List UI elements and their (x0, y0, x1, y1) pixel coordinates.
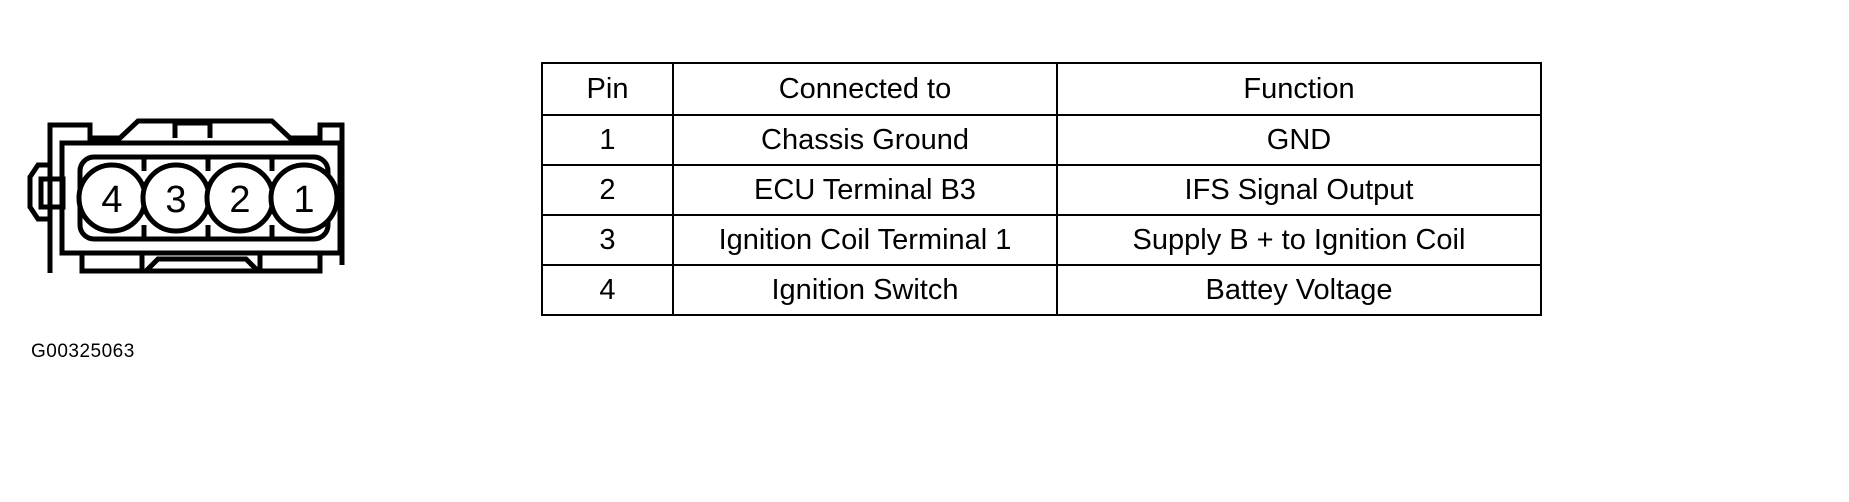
pinout-table-container: Pin Connected to Function 1 Chassis Grou… (541, 62, 1542, 316)
pin-number-1: 1 (293, 179, 314, 221)
connector-svg: 4 3 2 1 (27, 118, 345, 274)
cell-pin: 1 (541, 114, 674, 166)
column-header-function: Function (1056, 62, 1542, 116)
connector-bottom-keyway (139, 256, 265, 274)
table-row: 1 Chassis Ground GND (541, 114, 1542, 166)
table-row: 2 ECU Terminal B3 IFS Signal Output (541, 164, 1542, 216)
cell-pin: 4 (541, 264, 674, 316)
table-header-row: Pin Connected to Function (541, 62, 1542, 116)
pin-number-4: 4 (101, 179, 122, 221)
cell-connected-to: Ignition Coil Terminal 1 (672, 214, 1058, 266)
figure-caption: G00325063 (31, 341, 135, 362)
pinout-table: Pin Connected to Function 1 Chassis Grou… (541, 62, 1542, 316)
cell-connected-to: ECU Terminal B3 (672, 164, 1058, 216)
cell-connected-to: Chassis Ground (672, 114, 1058, 166)
connector-bottom-tab-right (257, 250, 323, 274)
connector-left-latch-wing (27, 162, 50, 222)
cell-pin: 2 (541, 164, 674, 216)
pin-number-3: 3 (165, 179, 186, 221)
table-row: 4 Ignition Switch Battey Voltage (541, 264, 1542, 316)
cell-function: IFS Signal Output (1056, 164, 1542, 216)
connector-body (59, 140, 343, 256)
pin-number-2: 2 (229, 179, 250, 221)
cell-function: Battey Voltage (1056, 264, 1542, 316)
connector-bottom-tab-left (79, 250, 145, 274)
cell-function: Supply B + to Ignition Coil (1056, 214, 1542, 266)
column-header-connected-to: Connected to (672, 62, 1058, 116)
connector-top-tab (172, 120, 213, 138)
cell-connected-to: Ignition Switch (672, 264, 1058, 316)
pin-circle-1 (268, 162, 340, 234)
cell-function: GND (1056, 114, 1542, 166)
connector-cavity-dividers (141, 157, 275, 239)
table-row: 3 Ignition Coil Terminal 1 Supply B + to… (541, 214, 1542, 266)
column-header-pin: Pin (541, 62, 674, 116)
connector-pin-circles (76, 162, 340, 234)
connector-diagram: 4 3 2 1 (20, 105, 360, 285)
cell-pin: 3 (541, 214, 674, 266)
